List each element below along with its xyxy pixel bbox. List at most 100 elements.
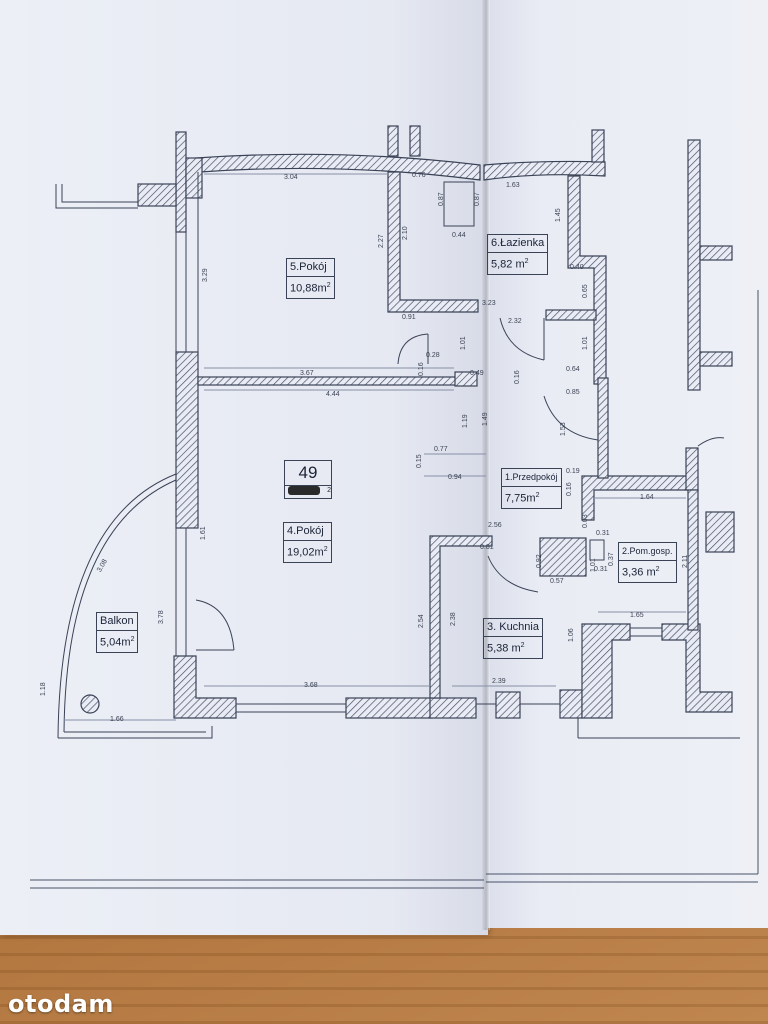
wall-right-stub1 [699,245,733,261]
dim-label: 0.57 [550,578,564,585]
dim-label: 1.49 [482,412,489,426]
dim-label: 0.64 [566,366,580,373]
otodam-watermark: otodam [8,990,114,1018]
wall-column-top [175,131,187,233]
dim-label: 0.87 [474,192,481,206]
door-arc-bath [499,317,545,361]
wall-kitchen-bottom2 [559,689,583,719]
dim-label: 3.78 [158,610,165,624]
dim-label: 2.56 [488,522,502,529]
wall-stub-2 [409,125,421,157]
room-name: 1.Przedpokój [505,472,558,482]
room-area-sup: 2 [535,492,540,499]
dim-label: 0.31 [596,530,610,537]
dim-label: 0.03 [582,514,589,528]
dim-label: 0.49 [470,370,484,377]
dim-label: 1.61 [200,526,207,540]
dim-label: 3.23 [482,300,496,307]
dim-label: 1.01 [582,336,589,350]
room-area-sup: 2 [655,566,660,573]
dim-label: 0.87 [438,192,445,206]
wall-partition-bath [387,171,479,313]
paper-sheet-right [484,0,768,928]
dim-label: 0.16 [418,362,425,376]
wall-pomgosp-left [581,623,631,719]
room-label-pokoj4: 4.Pokój 19,02m2 [283,522,332,563]
dim-label: 0.77 [434,446,448,453]
wall-bottom-mid [345,697,433,719]
wall-left-mid [175,351,199,529]
dim-label: 3.29 [202,268,209,282]
room-area-sup: 2 [520,642,525,649]
wall-right-upper [685,447,699,491]
dim-label: 0.37 [608,552,615,566]
balcony-bottom-line [58,726,213,739]
wall-top-pokoj5 [195,153,481,181]
balcony-top-line [55,184,138,209]
wall-right-mid [687,489,699,631]
door-arc-right [697,437,725,447]
room-name: 4.Pokój [287,525,324,537]
wall-corner-top [185,157,203,199]
wall-lazienka-inner [545,309,597,321]
wall-bottom-mid2 [429,697,477,719]
wall-stub-3 [591,129,605,163]
dim-label: 1.18 [40,682,47,696]
wall-pillar [454,371,478,387]
room-label-lazienka: 6.Łazienka 5,82 m2 [487,234,549,275]
room-area: 7,75m [505,492,536,505]
room-area-sup: 2 [326,282,331,289]
room-area-row: 5,04m2 [97,630,138,652]
wall-right-stub2 [699,351,733,367]
room-name: 5.Pokój [290,261,327,273]
dim-label: 3.67 [300,370,314,377]
room-area-row: 7,75m2 [502,486,561,508]
dim-label: 1.06 [568,628,575,642]
door-arc-balcony [195,599,235,651]
dim-label: 0.91 [402,314,416,321]
apartment-area-redacted: 2 [284,484,332,499]
room-area-row: 10,88m2 [287,276,334,298]
dim-label: 0.94 [448,474,462,481]
dim-label: 2.32 [508,318,522,325]
dim-label: 0.16 [514,370,521,384]
dim-label: 3.04 [284,174,298,181]
wall-lazienka-lower [597,377,609,479]
wall-lazienka-right [567,175,607,385]
wall-balcony-top [137,183,177,207]
room-area: 5,04m [100,636,131,649]
room-area-row: 5,38 m2 [484,636,542,658]
paper-fold [482,0,490,930]
dim-label: 2.54 [418,614,425,628]
room-label-pomgosp: 2.Pom.gosp. 3,36 m2 [618,542,677,583]
room-name: 2.Pom.gosp. [622,546,673,556]
dim-label: 1.65 [630,612,644,619]
dim-label: 1.01 [460,336,467,350]
room-area-sup: 2 [323,546,328,553]
wall-stub-1 [387,125,399,157]
room-label-pokoj5: 5.Pokój 10,88m2 [286,258,335,299]
room-name: Balkon [100,615,134,627]
room-label-przedpokoj: 1.Przedpokój 7,75m2 [501,468,562,509]
dim-label: 0.76 [412,172,426,179]
room-area: 3,36 m [622,566,656,579]
redaction-mark [288,486,320,495]
room-area: 5,38 m [487,642,521,655]
dim-label: 0.19 [566,468,580,475]
room-area-sup: 2 [130,636,135,643]
room-area-row: 3,36 m2 [619,560,676,582]
dim-label: 2.11 [682,554,689,568]
wall-right-edge [687,139,701,391]
apartment-number: 49 [284,460,332,486]
dim-label: 1.66 [110,716,124,723]
wardrobe [443,181,475,227]
balcony-drain [80,694,100,714]
dim-label: 0.40 [570,264,584,271]
room-area: 5,82 m [491,258,525,271]
dim-label: 1.53 [560,422,567,436]
room-area-row: 5,82 m2 [488,252,548,274]
room-area-sup: 2 [524,258,529,265]
dim-label: 0.85 [566,389,580,396]
pomgosp-box [589,539,605,561]
